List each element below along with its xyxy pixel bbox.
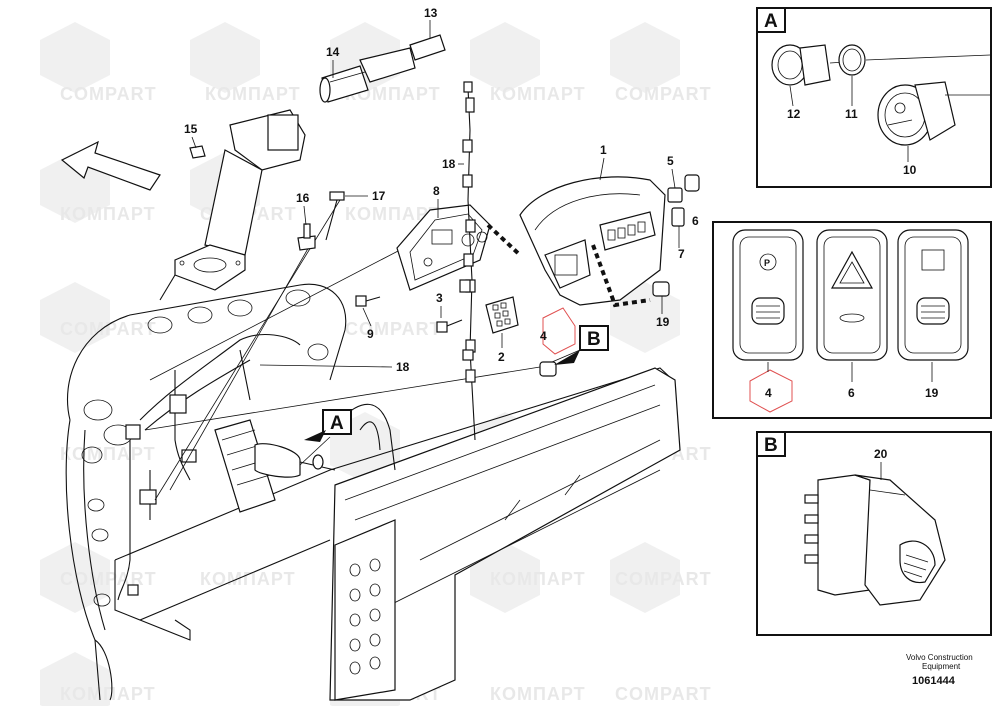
watermark-text: КОМПАРТ [345, 84, 441, 104]
callout-3: 3 [436, 291, 443, 305]
dash-cover [486, 176, 666, 308]
wire-harness [462, 81, 476, 441]
callout-7: 7 [678, 247, 685, 261]
highlight-hexagon-inset [749, 369, 793, 413]
view-marker-a: A [304, 409, 352, 442]
callout-6: 6 [692, 214, 699, 228]
watermark-text: КОМПАРТ [60, 684, 156, 704]
view-marker-a-label: A [330, 413, 344, 434]
inset-a-callout-10: 10 [903, 163, 917, 177]
callout-8: 8 [433, 184, 440, 198]
watermark-text: COMPART [615, 84, 712, 104]
callout-14: 14 [326, 45, 340, 59]
watermark-text: КОМПАРТ [490, 684, 586, 704]
watermark-text: COMPART [60, 319, 157, 339]
switch-4: P [732, 229, 804, 361]
inset-a: A 12 11 10 [756, 7, 992, 188]
cab-frame [65, 199, 681, 701]
footer-line-1: Volvo Construction [906, 653, 973, 662]
callout-16: 16 [296, 191, 310, 205]
watermark-text: КОМПАРТ [345, 204, 441, 224]
watermark-text: КОМПАРТ [60, 204, 156, 224]
callout-4: 4 [540, 329, 547, 343]
svg-text:P: P [764, 258, 770, 268]
switch-6 [816, 229, 888, 361]
bracket-clips [459, 279, 474, 361]
callout-15: 15 [184, 122, 198, 136]
lever-switch [319, 34, 446, 103]
watermark-text: COMPART [615, 569, 712, 589]
highlight-hexagon [542, 307, 576, 355]
callout-19: 19 [656, 315, 670, 329]
direction-arrow-icon [60, 140, 161, 191]
inset-switches: P 4 6 19 [712, 221, 992, 419]
keypad [485, 296, 519, 334]
inset-a-letter: A [764, 11, 778, 32]
inset-b-letter: B [764, 435, 778, 456]
switch-19 [897, 229, 969, 361]
view-marker-b-label: B [587, 329, 601, 350]
switch-label-6: 6 [848, 386, 855, 400]
callout-labels: 13 14 15 16 17 8 18 1 5 6 7 3 9 2 4 19 1… [184, 6, 699, 374]
callout-13: 13 [424, 6, 438, 20]
watermark-text: КОМПАРТ [205, 84, 301, 104]
callout-2: 2 [498, 350, 505, 364]
document-number: 1061444 [912, 675, 956, 687]
watermark-text: COMPART [345, 319, 442, 339]
callout-17: 17 [372, 189, 386, 203]
callout-9: 9 [367, 327, 374, 341]
bolt-parts [297, 191, 463, 333]
watermark-text: COMPART [615, 684, 712, 704]
footer: Volvo Construction Equipment 1061444 [906, 653, 973, 687]
rocker-switch-parts [539, 174, 700, 377]
view-marker-b: B [554, 325, 609, 365]
watermark-text: КОМПАРТ [200, 569, 296, 589]
callout-5: 5 [667, 154, 674, 168]
inset-b: B 20 [756, 431, 992, 636]
watermark-text: КОМПАРТ [490, 569, 586, 589]
callout-18-bottom: 18 [396, 360, 410, 374]
watermark-text: КОМПАРТ [60, 444, 156, 464]
callout-1: 1 [600, 143, 607, 157]
inset-b-callout-20: 20 [874, 447, 888, 461]
switch-label-4: 4 [765, 386, 772, 400]
switch-label-19: 19 [925, 386, 939, 400]
inset-a-callout-12: 12 [787, 107, 801, 121]
callout-18-top: 18 [442, 157, 456, 171]
watermark-text: COMPART [60, 84, 157, 104]
watermark-text: КОМПАРТ [490, 84, 586, 104]
footer-line-2: Equipment [922, 662, 961, 671]
watermark-text: COMPART [60, 569, 157, 589]
inset-a-callout-11: 11 [845, 107, 858, 121]
steering-column [159, 109, 306, 301]
